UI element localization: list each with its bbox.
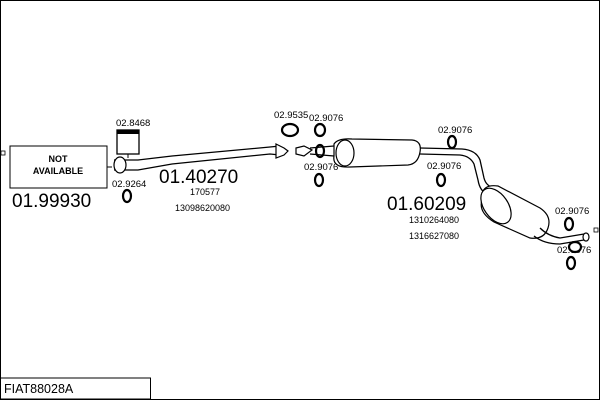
vehicle-code-box: FIAT88028A [0,377,151,400]
front-pipe-body [114,145,281,161]
not-available-line2: AVAILABLE [33,166,83,176]
front-pipe-flange [113,156,127,174]
clamp-f-part: 02.9076 [557,240,591,256]
clamp-d-label: 02.9076 [427,161,461,172]
right-edge-marker [593,227,599,233]
front-pipe-number: 01.40270 [159,167,238,188]
rear-silencer [480,185,550,239]
mid-gasket-ring [280,122,300,138]
clamp-g-part [565,255,577,271]
rear-mid-pipe-lower [419,153,489,195]
middle-silencer [333,138,421,168]
joint-gasket [314,143,326,159]
not-available-box [9,145,108,189]
clamp-a-ring [313,122,327,138]
clamp-e-label: 02.9076 [555,206,589,217]
front-pipe-end [275,143,289,159]
bracket-label: 02.8468 [116,118,150,129]
front-gasket-part: 02.9264 [112,179,146,204]
not-available-number: 01.99930 [12,191,91,212]
tail-pipe [533,227,585,245]
front-gasket-label: 02.9264 [112,179,146,190]
front-gasket-ring [121,188,133,204]
clamp-d-part: 02.9076 [427,161,461,188]
front-pipe-body-lower [114,153,281,171]
bracket-part: 02.8468 [116,118,150,158]
rear-connector [295,145,314,157]
mid-gasket-label: 02.9535 [274,110,308,121]
not-available-part: NOT AVAILABLE 01.99930 [9,145,112,212]
front-pipe-ref-1: 170577 [190,187,220,197]
rear-section-ref-2: 1316627080 [409,231,459,241]
clamp-f-ring [567,240,583,254]
rear-inlet-pipe [309,145,335,157]
clamp-b-label: 02.9076 [304,162,338,173]
rear-section-number: 01.60209 [387,194,466,215]
clamp-g-ring [565,255,577,271]
clamp-a-label: 02.9076 [309,113,343,124]
front-pipe-part: 01.40270 170577 13098620080 [113,143,289,213]
clamp-e-ring [563,216,575,232]
clamp-c-label: 02.9076 [438,125,472,136]
rear-section-ref-1: 1310264080 [409,215,459,225]
clamp-d-ring [435,172,447,188]
clamp-a-part: 02.9076 [309,113,343,138]
vehicle-code: FIAT88028A [4,382,74,396]
rear-section-part: 01.60209 1310264080 1316627080 [295,138,590,245]
bracket-slot [117,130,139,134]
clamp-b-ring [313,172,325,188]
left-edge-marker [0,150,6,156]
front-pipe-ref-2: 13098620080 [175,203,230,213]
mid-gasket-part: 02.9535 [274,110,308,138]
clamp-c-ring [446,134,458,150]
tail-pipe-end [582,232,590,242]
clamp-b-part: 02.9076 [304,162,338,188]
clamp-c-part: 02.9076 [438,125,472,150]
clamp-e-part: 02.9076 [555,206,589,232]
not-available-line1: NOT [49,154,69,164]
